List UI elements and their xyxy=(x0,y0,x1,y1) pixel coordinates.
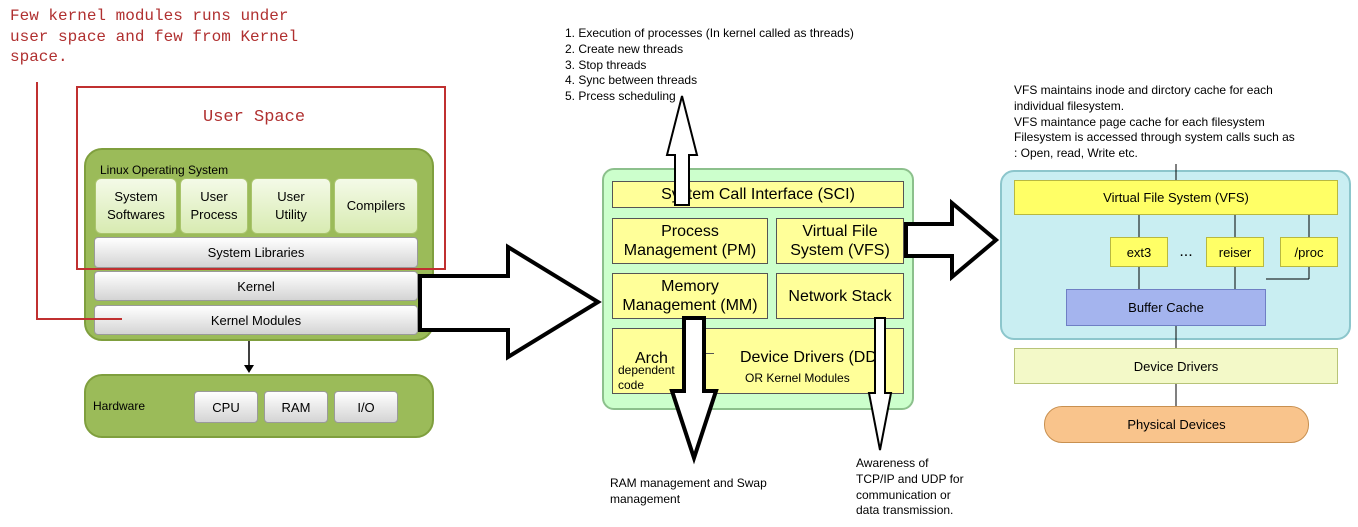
network-down-arrow xyxy=(867,317,893,451)
kernel-bar: Kernel xyxy=(94,271,418,301)
hardware-io: I/O xyxy=(334,391,398,423)
kernel-to-hardware-arrowhead xyxy=(244,365,254,373)
pm-up-arrow xyxy=(665,95,699,206)
app-user-utility: User Utility xyxy=(251,178,331,234)
user-space-frame xyxy=(76,86,446,270)
app-user-process: User Process xyxy=(180,178,248,234)
arch-dd-box xyxy=(612,328,904,394)
fs-proc: /proc xyxy=(1280,237,1338,267)
block-arrow-vfs-to-right xyxy=(904,198,1000,282)
hardware-cpu: CPU xyxy=(194,391,258,423)
mm-box: Memory Management (MM) xyxy=(612,273,768,319)
fs-reiser: reiser xyxy=(1206,237,1264,267)
vfs-box: Virtual File System (VFS) xyxy=(776,218,904,264)
app-system-softwares: System Softwares xyxy=(95,178,177,234)
pm-notes: 1. Execution of processes (In kernel cal… xyxy=(565,26,895,105)
pm-box: Process Management (PM) xyxy=(612,218,768,264)
block-arrow-left-to-middle xyxy=(418,243,602,361)
kernel-modules-bar: Kernel Modules xyxy=(94,305,418,335)
dd-label: Device Drivers (DD) xyxy=(740,349,883,366)
top-left-note: Few kernel modules runs under user space… xyxy=(10,7,299,66)
dd-sub-label: OR Kernel Modules xyxy=(745,371,850,385)
sci-box: System Call Interface (SCI) xyxy=(612,181,904,208)
mm-note: RAM management and Swap management xyxy=(610,476,767,506)
vfs-bar: Virtual File System (VFS) xyxy=(1014,180,1338,215)
mm-down-arrow xyxy=(669,316,719,465)
fs-ext3: ext3 xyxy=(1110,237,1168,267)
arch-sub-label: dependent code xyxy=(618,363,675,392)
system-libraries-bar: System Libraries xyxy=(94,237,418,268)
fs-ellipsis: ... xyxy=(1179,243,1193,260)
pm-note-1: 1. Execution of processes (In kernel cal… xyxy=(565,26,854,40)
pm-note-2: 2. Create new threads xyxy=(565,41,684,56)
device-drivers-box: Device Drivers xyxy=(1014,348,1338,384)
hardware-ram: RAM xyxy=(264,391,328,423)
hardware-label: Hardware xyxy=(93,399,146,413)
user-space-label: User Space xyxy=(203,108,306,127)
arch-label: Arch xyxy=(635,350,668,367)
physical-devices-box: Physical Devices xyxy=(1044,406,1309,443)
network-stack-box: Network Stack xyxy=(776,273,904,319)
vfs-notes: VFS maintains inode and dirctory cache f… xyxy=(1014,83,1295,161)
net-note: Awareness of TCP/IP and UDP for communic… xyxy=(856,456,964,518)
buffer-cache-box: Buffer Cache xyxy=(1066,289,1266,326)
pm-note-3: 3. Stop threads xyxy=(565,57,647,72)
kernel-modules-bracket xyxy=(36,82,122,320)
pm-note-5: 5. Prcess scheduling xyxy=(565,89,676,104)
app-compilers: Compilers xyxy=(334,178,418,234)
pm-note-4: 4. Sync between threads xyxy=(565,73,698,88)
linux-os-title: Linux Operating System xyxy=(100,163,229,177)
